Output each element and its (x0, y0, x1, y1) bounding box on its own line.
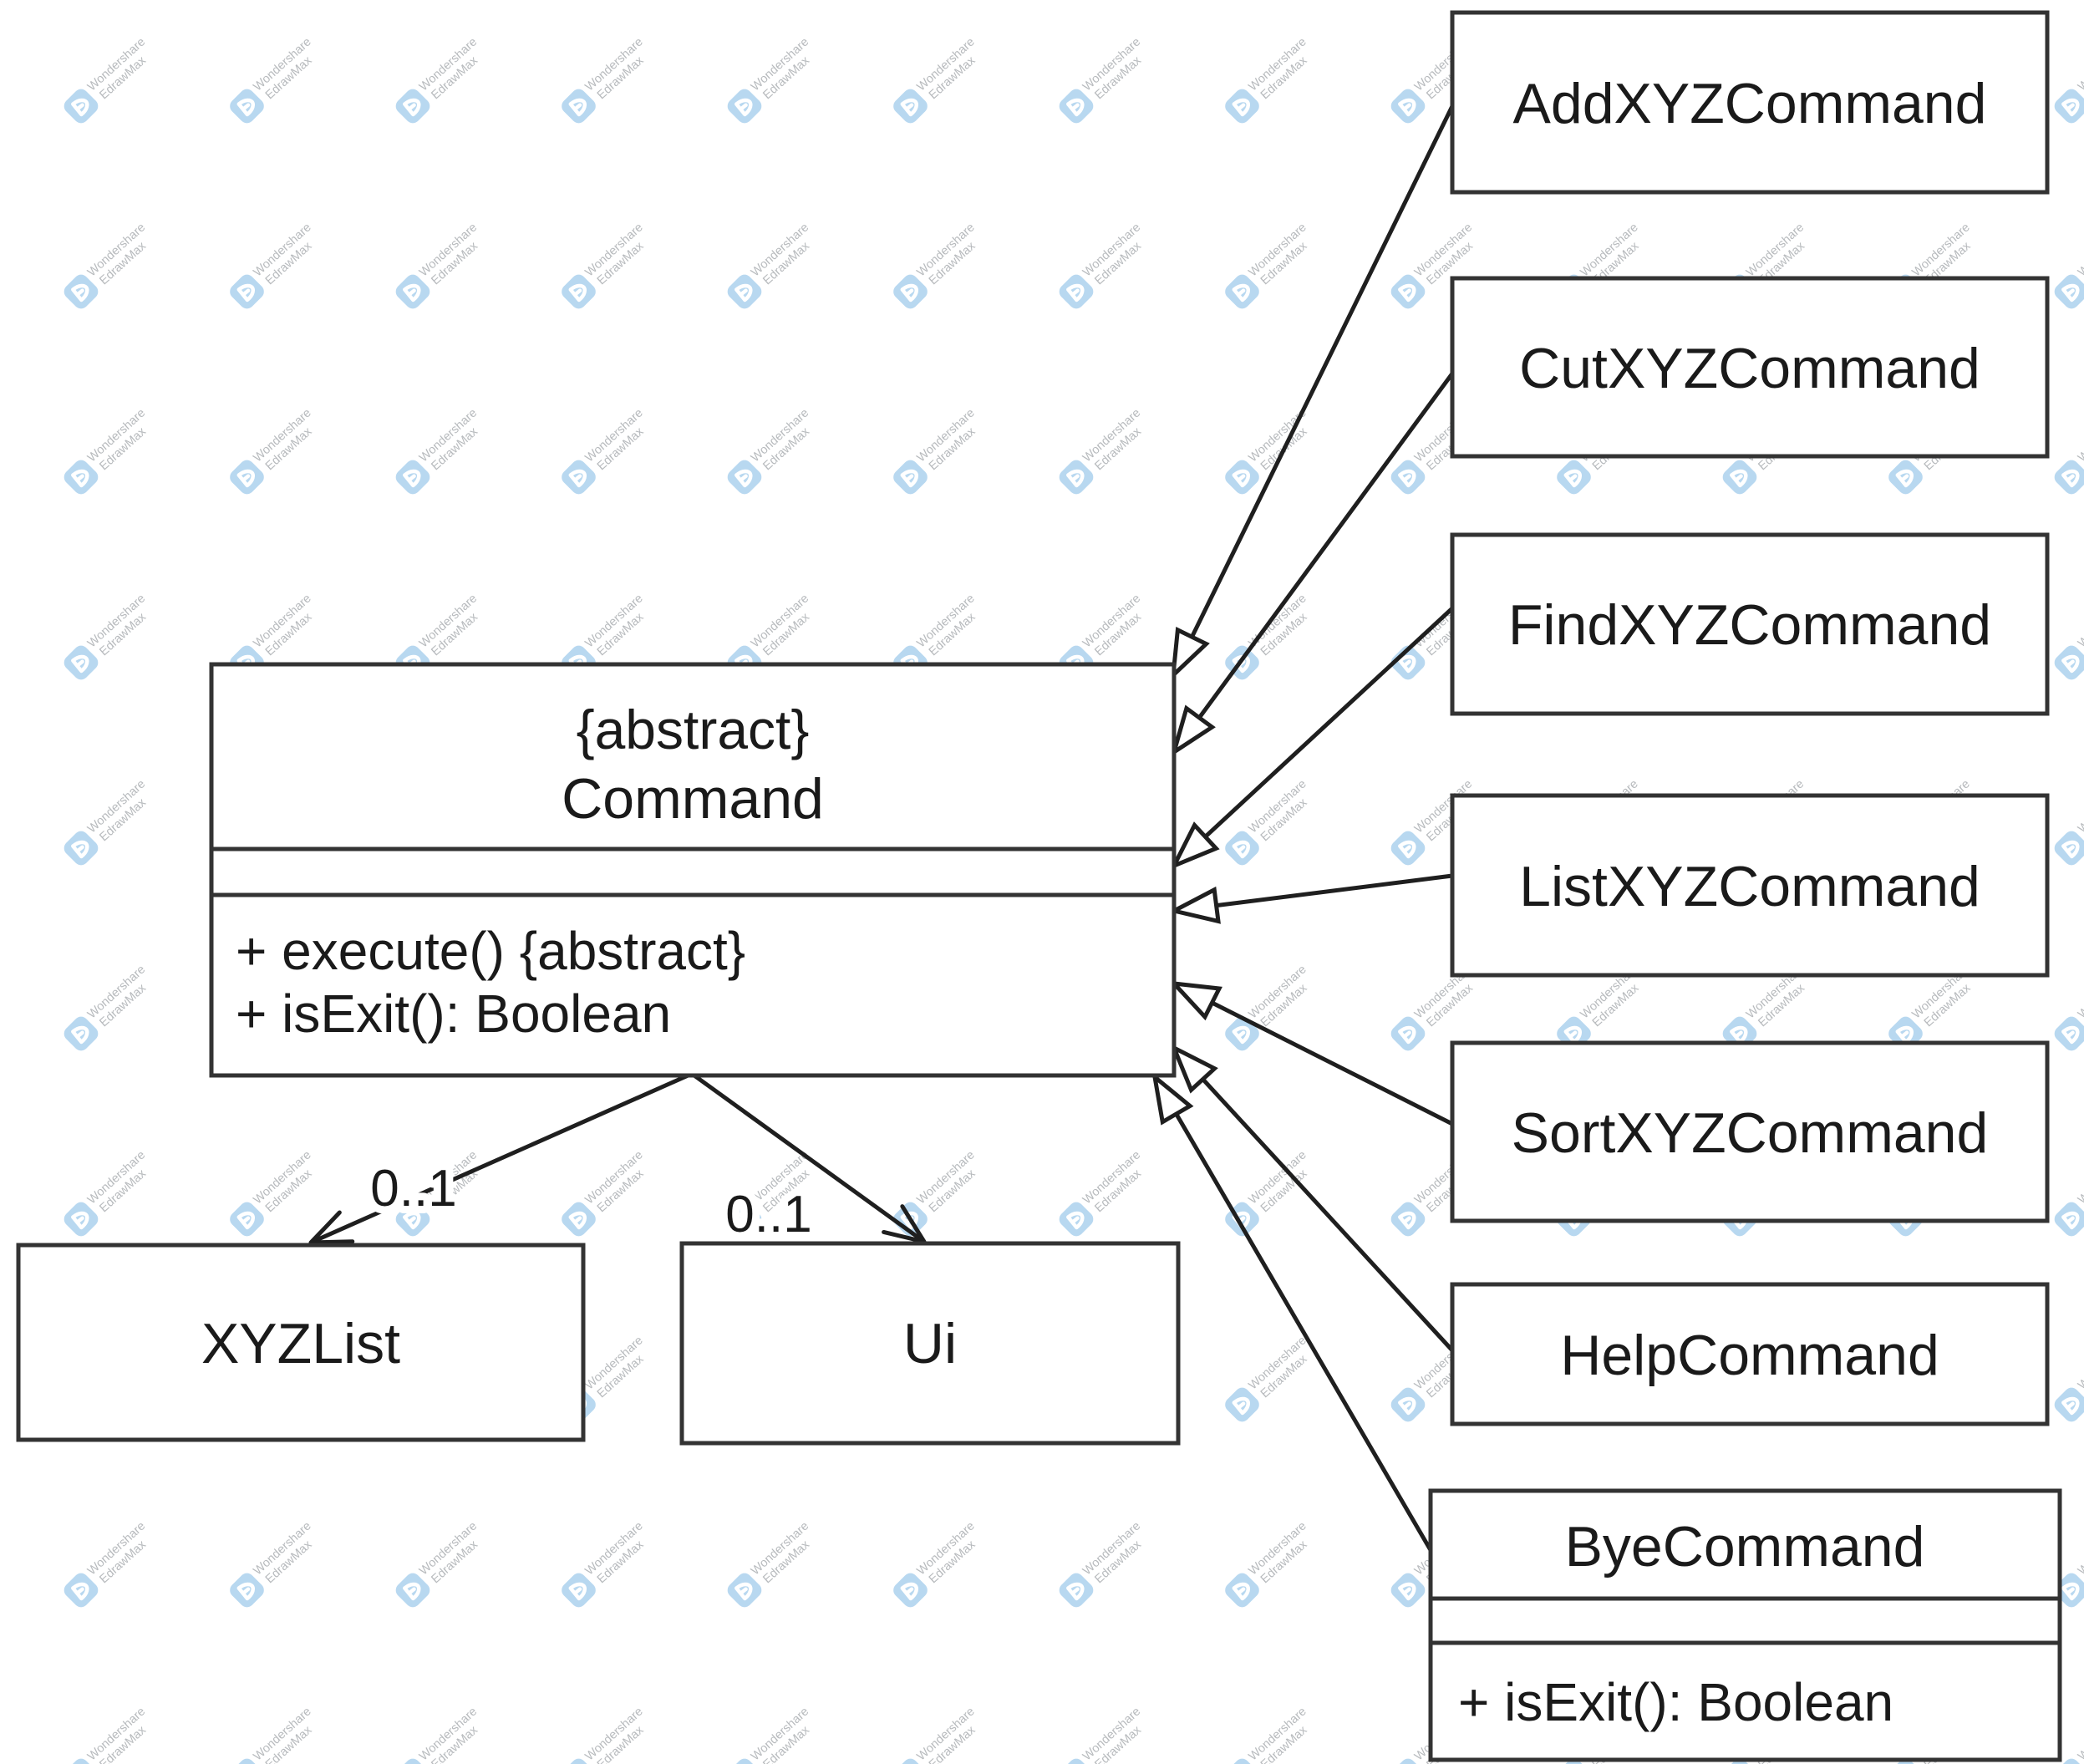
class-listxyzcommand: ListXYZCommand (1450, 793, 2050, 978)
inheritance-line-byecommand (1155, 1077, 1433, 1552)
class-box (679, 1241, 1181, 1446)
inheritance-connectors (1155, 104, 1455, 1552)
class-xyzlist: XYZList (16, 1243, 586, 1442)
inheritance-line-findxyzcommand (1174, 607, 1454, 866)
class-method: + execute() {abstract} (236, 921, 745, 981)
class-method: + isExit(): Boolean (1458, 1672, 1893, 1732)
class-box (1450, 1282, 2050, 1426)
class-name: AddXYZCommand (1513, 72, 1987, 135)
multiplicity-label-ui: 0..1 (725, 1186, 811, 1243)
class-cutxyzcommand: CutXYZCommand (1450, 276, 2050, 459)
association-line-xyzlist (308, 1071, 694, 1245)
class-name: SortXYZCommand (1512, 1101, 1989, 1165)
inheritance-line-cutxyzcommand (1174, 372, 1455, 752)
class-name: Command (562, 767, 824, 831)
class-byecommand: ByeCommand + isExit(): Boolean (1428, 1488, 2062, 1762)
class-findxyzcommand: FindXYZCommand (1450, 532, 2050, 716)
class-stereotype: {abstract} (577, 699, 810, 760)
class-name: XYZList (201, 1312, 400, 1375)
class-name: HelpCommand (1560, 1324, 1939, 1387)
class-name: CutXYZCommand (1519, 337, 1980, 400)
inheritance-line-helpcommand (1174, 1048, 1454, 1352)
class-command: {abstract} Command + execute() {abstract… (209, 662, 1177, 1078)
class-box (1428, 1488, 2062, 1762)
class-box (16, 1243, 586, 1442)
multiplicity-label-xyzlist: 0..1 (370, 1160, 456, 1218)
inheritance-line-sortxyzcommand (1174, 984, 1454, 1126)
class-box (1450, 793, 2050, 978)
association-line-ui (690, 1071, 927, 1244)
class-ui: Ui (679, 1241, 1181, 1446)
class-box (1450, 1040, 2050, 1223)
class-method: + isExit(): Boolean (236, 984, 671, 1044)
inheritance-line-addxyzcommand (1173, 104, 1455, 675)
class-name: ListXYZCommand (1519, 855, 1980, 918)
class-addxyzcommand: AddXYZCommand (1450, 10, 2050, 195)
class-name: FindXYZCommand (1508, 593, 1991, 657)
class-name: Ui (903, 1312, 957, 1375)
class-box (1450, 532, 2050, 716)
class-sortxyzcommand: SortXYZCommand (1450, 1040, 2050, 1223)
inheritance-line-listxyzcommand (1174, 873, 1453, 911)
class-box (1450, 276, 2050, 459)
class-name: ByeCommand (1565, 1515, 1925, 1578)
class-box (1450, 10, 2050, 195)
class-helpcommand: HelpCommand (1450, 1282, 2050, 1426)
class-box (209, 662, 1177, 1078)
association-connectors (308, 1071, 927, 1245)
